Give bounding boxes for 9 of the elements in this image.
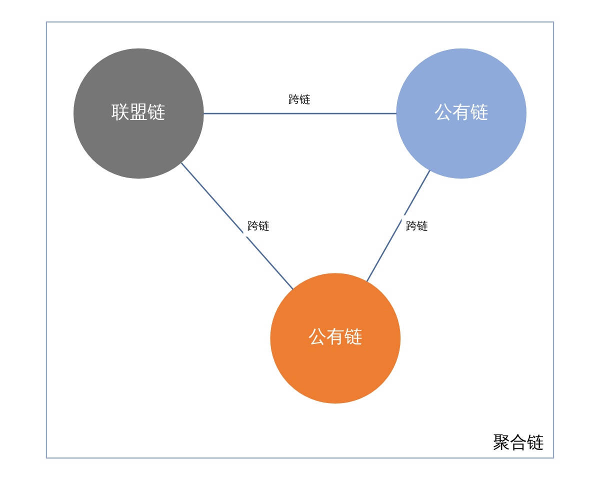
connector (180, 162, 294, 290)
connector (366, 170, 430, 282)
node-circle: 公有链 (396, 48, 527, 179)
connector (204, 112, 397, 114)
edge-label: 跨链 (406, 219, 428, 232)
node-circle: 公有链 (270, 273, 401, 404)
edge-label: 跨链 (288, 92, 311, 106)
node-circle: 联盟链 (73, 48, 204, 179)
edge-label: 跨链 (248, 219, 270, 232)
